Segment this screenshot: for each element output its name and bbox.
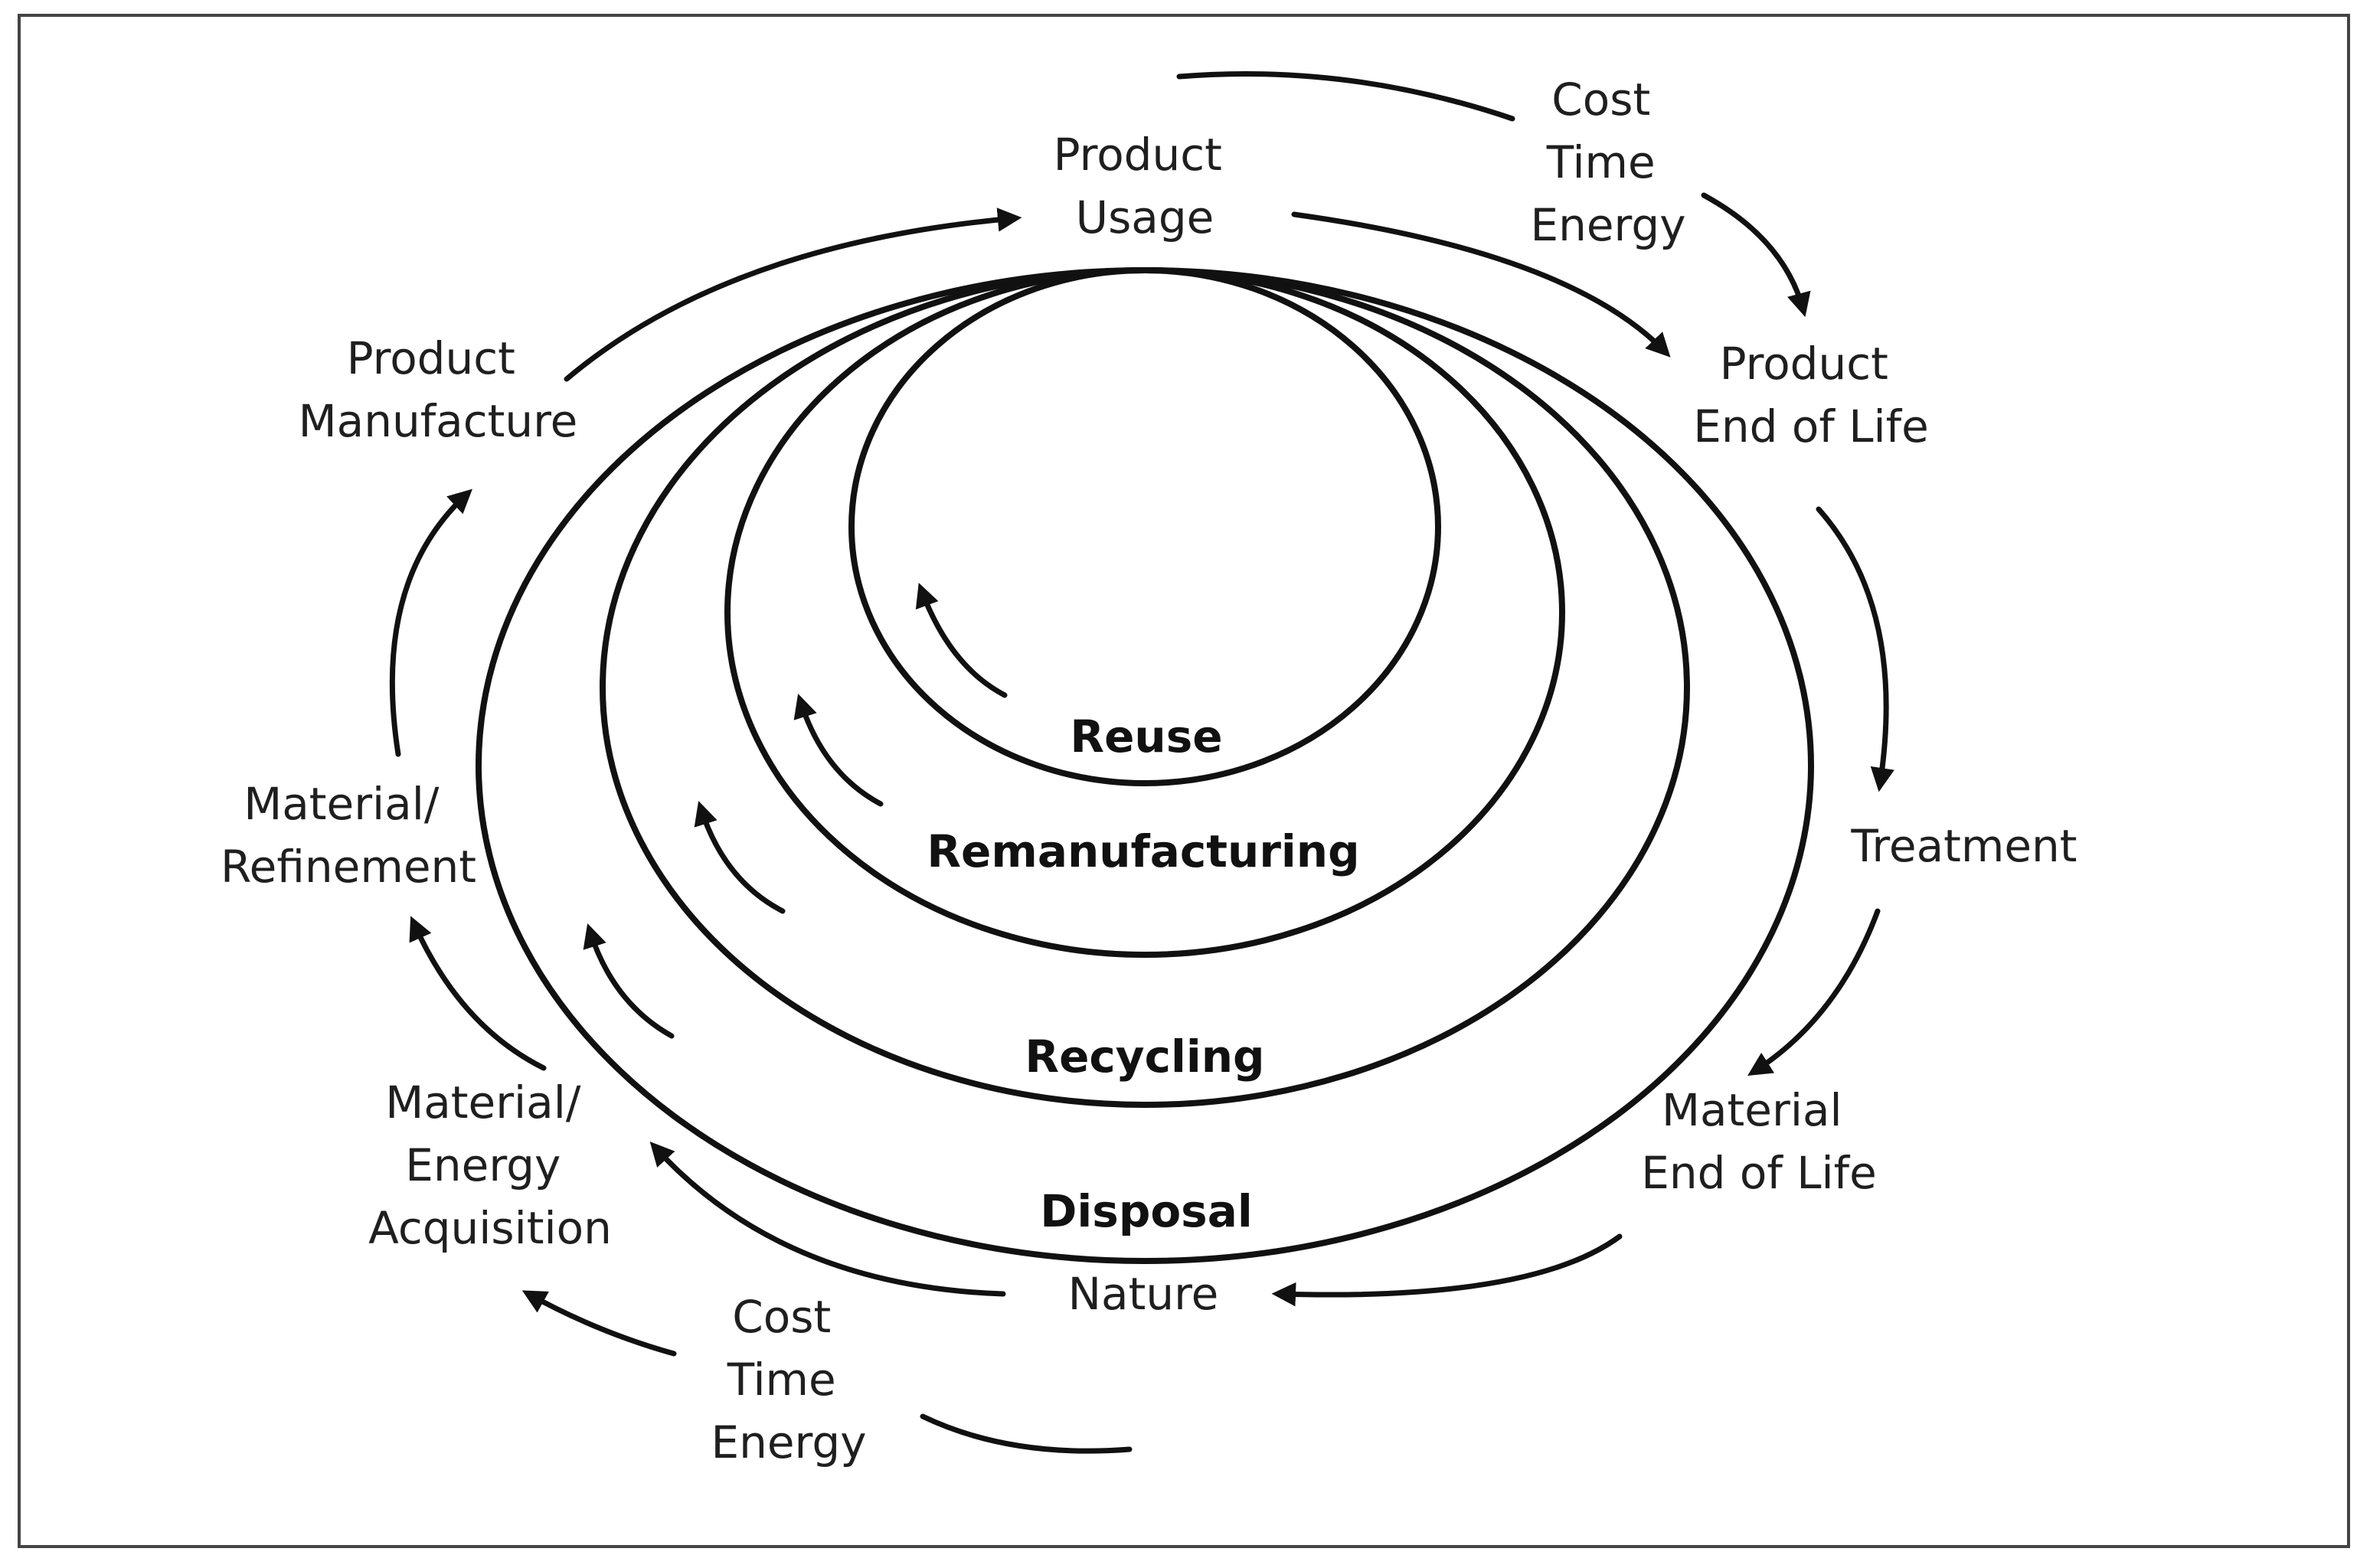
stage-product-usage: Product Usage [1054, 129, 1237, 243]
stage-material-end-of-life: Material End of Life [1641, 1084, 1877, 1199]
loop-label-disposal: Disposal [1040, 1185, 1252, 1237]
stage-material-energy-acquisition: Material/ Energy Acquisition [368, 1076, 612, 1254]
arrow-bottom-cost-out [521, 1290, 677, 1357]
disposal-direction-arrow [583, 923, 675, 1039]
stage-product-end-of-life: Product End of Life [1693, 338, 1929, 452]
remanufacturing-direction-arrow [793, 693, 884, 807]
loop-label-reuse: Reuse [1070, 710, 1222, 763]
arrow-treatment-to-material-end-of-life [1747, 908, 1881, 1076]
stage-product-manufacture: Product Manufacture [299, 332, 578, 447]
loop-label-recycling: Recycling [1025, 1031, 1264, 1083]
recycling-direction-arrow [694, 800, 786, 914]
stage-nature: Nature [1068, 1268, 1219, 1320]
costs-bottom-label: Cost Time Energy [711, 1291, 866, 1468]
arrow-top-cost-out [1701, 192, 1811, 318]
reuse-direction-arrow [915, 583, 1008, 698]
stage-treatment: Treatment [1850, 820, 2077, 872]
disposal-loop [476, 267, 1814, 1264]
arrow-manufacture-to-usage [564, 207, 1022, 382]
arrow-end-of-life-to-treatment [1816, 506, 1894, 792]
arrow-nature-to-acquisition [649, 1142, 1006, 1297]
loop-label-remanufacturing: Remanufacturing [927, 825, 1359, 877]
arrow-bottom-cost-in [920, 1413, 1133, 1454]
arrow-acquisition-to-refinement [409, 916, 547, 1071]
arrow-refinement-to-manufacture [389, 488, 472, 757]
arrow-top-cost-in [1176, 70, 1515, 122]
costs-top-label: Cost Time Energy [1530, 74, 1685, 251]
arrow-material-end-of-life-to-nature [1271, 1233, 1623, 1307]
stage-material-refinement: Material/ Refinement [221, 778, 476, 893]
arrow-usage-to-end-of-life [1291, 211, 1671, 358]
